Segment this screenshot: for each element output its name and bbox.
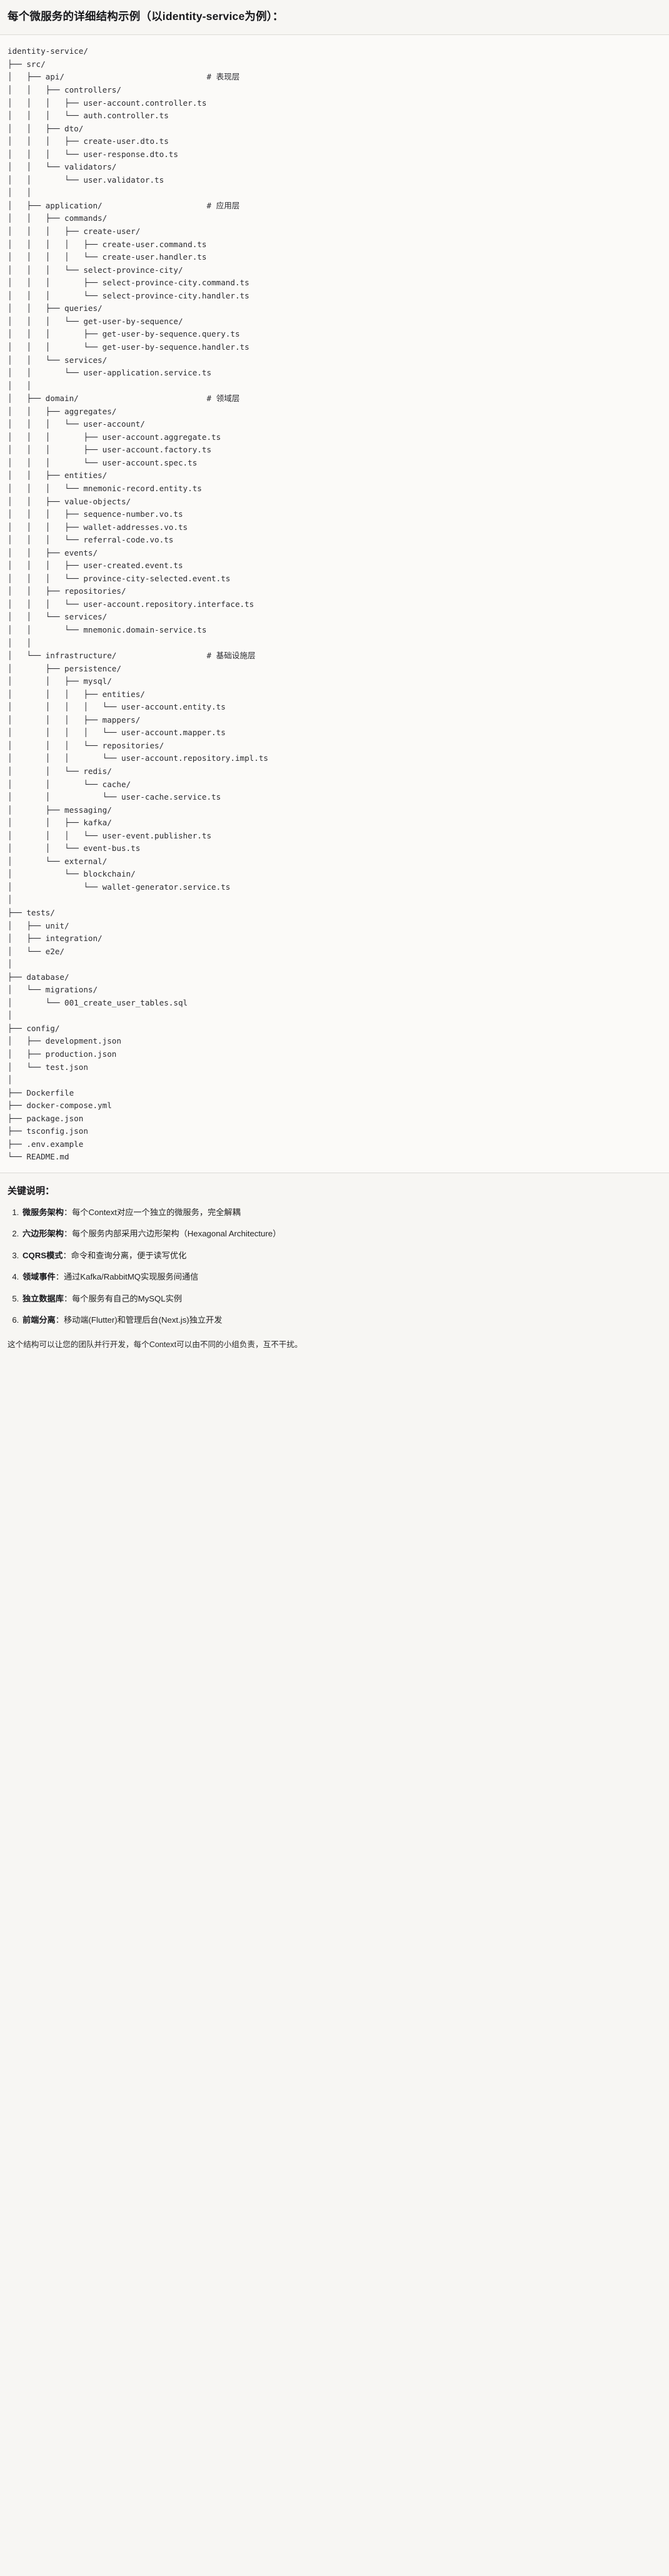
note-desc: 移动端(Flutter)和管理后台(Next.js)独立开发 — [63, 1315, 223, 1325]
note-term: 前端分离 — [23, 1315, 56, 1325]
note-separator: ： — [55, 1272, 64, 1282]
note-separator: ： — [55, 1315, 64, 1325]
note-desc: 通过Kafka/RabbitMQ实现服务间通信 — [63, 1272, 199, 1282]
note-separator: ： — [63, 1293, 73, 1303]
page-title: 每个微服务的详细结构示例（以identity-service为例）： — [8, 10, 284, 23]
note-separator: ： — [63, 1229, 73, 1239]
closing-paragraph: 这个结构可以让您的团队并行开发，每个Context可以由不同的小组负责，互不干扰… — [8, 1340, 303, 1349]
list-item: 独立数据库：每个服务有自己的MySQL实例 — [21, 1293, 661, 1305]
note-term: 微服务架构 — [23, 1207, 64, 1217]
list-item: 微服务架构：每个Context对应一个独立的微服务，完全解耦 — [21, 1206, 661, 1219]
list-item: CQRS模式：命令和查询分离，便于读写优化 — [21, 1250, 661, 1262]
directory-tree: identity-service/ ├── src/ │ ├── api/ # … — [8, 46, 269, 1162]
list-item: 六边形架构：每个服务内部采用六边形架构（Hexagonal Architectu… — [21, 1228, 661, 1240]
key-notes-block: 关键说明： 微服务架构：每个Context对应一个独立的微服务，完全解耦 六边形… — [0, 1173, 669, 1360]
note-term: 独立数据库 — [23, 1293, 64, 1303]
note-term: CQRS模式 — [23, 1250, 63, 1260]
document-header: 每个微服务的详细结构示例（以identity-service为例）： — [0, 0, 669, 36]
note-desc: 命令和查询分离，便于读写优化 — [71, 1250, 187, 1260]
note-desc: 每个Context对应一个独立的微服务，完全解耦 — [72, 1207, 241, 1217]
directory-tree-block: identity-service/ ├── src/ │ ├── api/ # … — [0, 35, 669, 1173]
note-separator: ： — [63, 1250, 71, 1260]
note-desc: 每个服务内部采用六边形架构（Hexagonal Architecture） — [72, 1229, 281, 1239]
note-term: 领域事件 — [23, 1272, 56, 1282]
document-page: 每个微服务的详细结构示例（以identity-service为例）： ident… — [0, 0, 669, 1360]
note-separator: ： — [63, 1207, 73, 1217]
key-notes-title: 关键说明： — [8, 1185, 55, 1196]
note-desc: 每个服务有自己的MySQL实例 — [72, 1293, 182, 1303]
key-notes-list: 微服务架构：每个Context对应一个独立的微服务，完全解耦 六边形架构：每个服… — [8, 1206, 661, 1327]
note-term: 六边形架构 — [23, 1229, 64, 1239]
list-item: 领域事件：通过Kafka/RabbitMQ实现服务间通信 — [21, 1271, 661, 1283]
list-item: 前端分离：移动端(Flutter)和管理后台(Next.js)独立开发 — [21, 1314, 661, 1326]
